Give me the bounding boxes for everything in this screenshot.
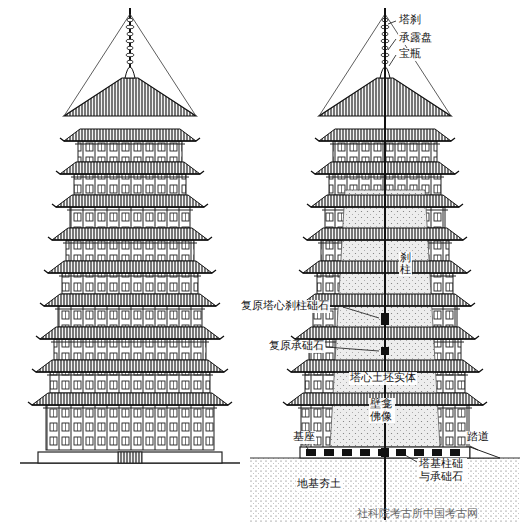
part-label: 塔基柱础与承础石 (418, 458, 467, 483)
leader-lines (306, 21, 478, 462)
part-label: 塔刹 (398, 14, 422, 27)
base-platform (300, 447, 470, 458)
part-label: 地基夯土 (296, 478, 342, 491)
pagoda-elevation (28, 8, 232, 450)
mast-base-stone (381, 313, 389, 325)
part-label: 宝瓶 (398, 48, 422, 61)
part-label: 壁龛佛像 (369, 398, 395, 423)
watermark: 社科院考古所中国考古网 (356, 508, 479, 521)
steps (118, 452, 142, 463)
part-label: 踏道 (466, 431, 490, 444)
part-label: 基座 (292, 431, 316, 444)
part-label: 刹柱 (399, 252, 412, 276)
bearing-stone (381, 347, 389, 355)
part-label: 复原承础石 (268, 340, 325, 353)
mast-footing (381, 448, 389, 457)
part-label: 塔心土坯实体 (349, 372, 417, 385)
part-label: 复原塔心刹柱础石 (240, 300, 330, 313)
mast (384, 8, 386, 520)
ramp (470, 447, 500, 458)
part-label: 承露盘 (398, 32, 433, 45)
base-platform (38, 452, 222, 463)
